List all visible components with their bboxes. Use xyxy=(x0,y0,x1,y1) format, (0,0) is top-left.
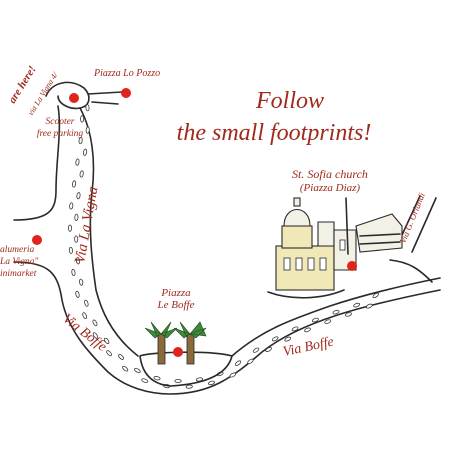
footprint-icon xyxy=(271,336,279,342)
footprint-icon xyxy=(68,246,73,254)
church-windows xyxy=(283,239,346,271)
road-network xyxy=(13,81,441,395)
church-drum xyxy=(281,225,313,249)
footprint-icon xyxy=(252,347,260,353)
footprint-icon xyxy=(76,192,81,200)
title-line-1: Follow xyxy=(255,88,324,114)
title-line-2: the small footprints! xyxy=(177,120,372,146)
church-lane xyxy=(267,289,345,299)
footprint-icon xyxy=(195,377,203,382)
church-leader-line xyxy=(345,197,349,255)
palm-tree-icon xyxy=(173,321,207,365)
footprint-icon xyxy=(207,380,216,386)
church-side-tower xyxy=(317,221,335,247)
orlandi-lane xyxy=(389,259,433,283)
footprint-icon xyxy=(311,317,319,323)
church-label-line-1: St. Sofia church xyxy=(292,167,368,181)
footprint-icon xyxy=(365,303,373,309)
footprint-icon xyxy=(80,115,85,123)
footprint-icon xyxy=(75,158,80,166)
salumeria-line-1: alumeria xyxy=(0,245,35,255)
footprint-icon xyxy=(67,224,73,232)
footprint-icon xyxy=(83,148,88,156)
road-east-lo-pozzo xyxy=(87,91,123,95)
footprint-icon xyxy=(118,354,125,360)
footprint-icon xyxy=(85,104,90,112)
church-dome xyxy=(283,209,311,227)
footprint-icon xyxy=(141,378,149,383)
via-la-vigna-left-upper xyxy=(13,105,61,221)
footprint-icon xyxy=(174,378,182,384)
church-lantern xyxy=(293,197,301,207)
piazza-lo-pozzo-label: Piazza Lo Pozzo xyxy=(93,68,160,79)
footprint-icon xyxy=(75,290,80,298)
location-pins xyxy=(32,88,357,357)
footprint-icon xyxy=(134,367,141,373)
piazza-le-boffe-plaza xyxy=(139,321,233,387)
footprint-icon xyxy=(234,360,242,366)
footprint-icon xyxy=(92,332,99,339)
footprint-icon xyxy=(185,384,193,389)
road-east-lo-pozzo-lower xyxy=(91,101,119,105)
footprint-icon xyxy=(71,180,77,188)
plaza-outline xyxy=(139,351,233,387)
piazza-le-boffe-line-2: Le Boffe xyxy=(157,299,195,311)
footprint-icon xyxy=(344,312,352,317)
footprint-icon xyxy=(284,336,292,342)
salumeria-line-3: inimarket xyxy=(0,269,37,279)
building-right-lines xyxy=(359,233,401,245)
pin-piazza-le-boffe xyxy=(173,347,183,357)
footprint-icon xyxy=(79,278,84,286)
via-boffe-inner xyxy=(231,277,441,357)
pin-piazza-lo-pozzo xyxy=(121,88,131,98)
piazza-le-boffe-line-1: Piazza xyxy=(160,287,191,299)
footprint-icon xyxy=(103,337,110,344)
footprint-icon xyxy=(153,376,161,381)
footprint-icon xyxy=(78,136,83,145)
via-la-vigna-right xyxy=(79,107,139,357)
footprint-icon xyxy=(85,126,90,134)
footprint-icon xyxy=(229,372,237,378)
salumeria-line-2: La Vigna" xyxy=(0,257,39,267)
via-orlandi-road-right xyxy=(411,197,437,253)
scooter-parking-line-2: free parking xyxy=(37,128,84,139)
palm-tree-icon xyxy=(144,321,178,365)
footprint-icon xyxy=(122,365,129,372)
footprint-icon xyxy=(75,257,81,265)
pin-you-are-here xyxy=(69,93,79,103)
piazza-lo-pozzo-road xyxy=(45,81,90,110)
footprint-icon xyxy=(92,319,98,327)
st-sofia-church-drawing xyxy=(275,197,403,291)
footprint-icon xyxy=(332,309,340,315)
church-label-line-2: (Piazza Diaz) xyxy=(300,182,361,194)
footprint-trail xyxy=(67,104,379,389)
footprint-icon xyxy=(247,358,254,365)
footprint-icon xyxy=(74,235,79,243)
pin-salumeria xyxy=(32,235,42,245)
footprint-icon xyxy=(106,350,112,357)
pin-st-sofia-church xyxy=(347,261,357,271)
footprint-icon xyxy=(82,312,88,320)
footprint-icon xyxy=(69,202,74,210)
footprint-icon xyxy=(372,292,379,299)
scooter-parking-line-1: Scooter xyxy=(45,117,74,127)
building-right xyxy=(355,213,403,253)
footprint-icon xyxy=(74,213,79,221)
footprint-icon xyxy=(71,268,76,277)
footprint-icon xyxy=(324,319,332,324)
footprint-icon xyxy=(304,327,311,333)
footprint-icon xyxy=(79,170,84,178)
footprint-icon xyxy=(291,326,299,332)
footprint-icon xyxy=(353,302,361,308)
footprint-icon xyxy=(265,346,272,353)
via-orlandi-label: Via G. Orlandi xyxy=(398,191,428,245)
footprint-icon xyxy=(84,299,89,307)
via-la-vigna-left-lower xyxy=(13,261,441,395)
